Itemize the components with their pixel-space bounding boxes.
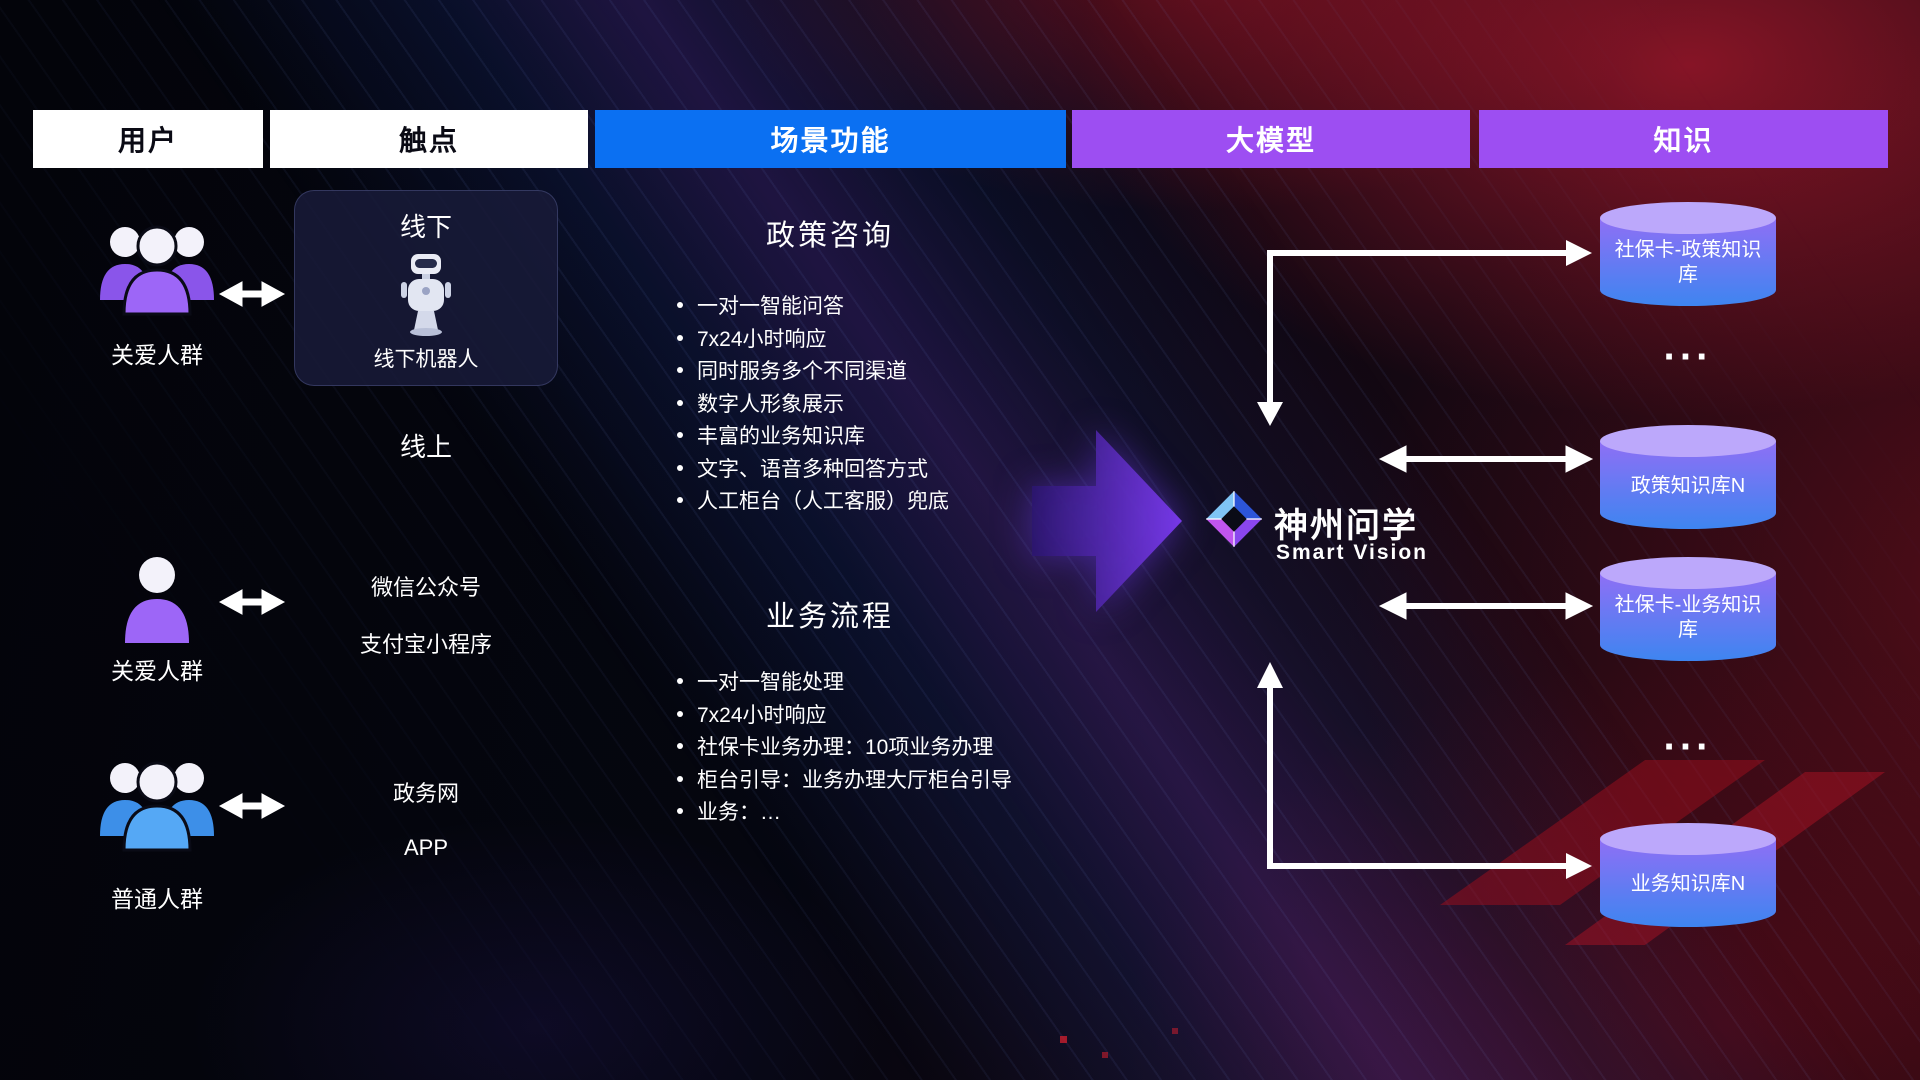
bullet-icon — [677, 497, 683, 504]
scenario-business-list: 一对一智能处理 7x24小时响应 社保卡业务办理：10项业务办理 柜台引导：业务… — [677, 665, 1012, 828]
scenario-policy-title: 政策咨询 — [765, 220, 894, 252]
list-item: 数字人形象展示 — [677, 387, 949, 420]
channel-app: APP — [403, 835, 449, 860]
database-cylinder-icon — [1600, 202, 1776, 306]
column-header-knowledge: 知识 — [1479, 110, 1888, 168]
list-item: 文字、语音多种回答方式 — [677, 452, 949, 485]
column-header-touchpoints: 触点 — [270, 110, 588, 168]
list-item: 7x24小时响应 — [677, 698, 1012, 731]
list-item-text: 人工柜台（人工客服）兜底 — [697, 490, 949, 514]
arrow-model-business-n-kb — [1267, 686, 1568, 869]
channel-wechat: 微信公众号 — [370, 575, 481, 600]
channel-alipay: 支付宝小程序 — [359, 632, 492, 657]
robot-icon — [401, 253, 451, 336]
arrow-user1-touchpoint — [218, 281, 286, 307]
offline-title: 线下 — [399, 212, 452, 242]
column-header-scenarios: 场景功能 — [595, 110, 1066, 168]
arrow-model-policy-ssc-kb — [1267, 250, 1568, 404]
arrow-model-policy-n-kb — [1378, 445, 1594, 473]
list-item: 业务：… — [677, 795, 1012, 828]
knowledge-db-policy-n: 政策知识库N — [1600, 425, 1776, 529]
user-ordinary-label: 普通人群 — [111, 886, 203, 912]
knowledge-db-label: 社保卡-政策知识库 — [1614, 239, 1762, 286]
bullet-icon — [677, 432, 683, 439]
offline-touchpoint-card: 线下 线下机器人 — [294, 190, 558, 386]
bullet-icon — [677, 775, 683, 782]
arrowhead-right — [1566, 240, 1592, 266]
list-item: 柜台引导：业务办理大厅柜台引导 — [677, 763, 1012, 796]
bullet-icon — [677, 302, 683, 309]
column-header-users: 用户 — [33, 110, 263, 168]
user-group-label: 关爱人群 — [111, 342, 203, 368]
knowledge-db-label: 业务知识库N — [1630, 872, 1746, 895]
list-item-text: 数字人形象展示 — [697, 392, 844, 416]
knowledge-db-business-n: 业务知识库N — [1600, 823, 1776, 927]
list-item-text: 一对一智能问答 — [697, 295, 844, 319]
single-user-purple-icon — [125, 557, 189, 643]
arrow-user3-touchpoint — [218, 793, 286, 819]
scenario-policy-list: 一对一智能问答 7x24小时响应 同时服务多个不同渠道 数字人形象展示 丰富的业… — [677, 289, 949, 517]
list-item-text: 业务：… — [697, 801, 781, 825]
bullet-icon — [677, 464, 683, 471]
list-item: 丰富的业务知识库 — [677, 419, 949, 452]
model-brand-name: 神州问学 — [1274, 507, 1418, 545]
list-item: 社保卡业务办理：10项业务办理 — [677, 730, 1012, 763]
model-brand-subtitle: Smart Vision — [1276, 541, 1428, 564]
bullet-icon — [677, 710, 683, 717]
arrow-user2-touchpoint — [218, 589, 286, 615]
list-item-text: 7x24小时响应 — [697, 327, 827, 351]
list-item: 一对一智能处理 — [677, 665, 1012, 698]
bullet-icon — [677, 367, 683, 374]
arrowhead-right — [1566, 853, 1592, 879]
channel-gov-web: 政务网 — [392, 781, 459, 806]
flow-arrow-right-icon — [1032, 430, 1182, 612]
arrowhead-up — [1257, 662, 1283, 688]
bullet-icon — [677, 743, 683, 750]
column-header-model: 大模型 — [1072, 110, 1470, 168]
list-item-text: 柜台引导：业务办理大厅柜台引导 — [697, 768, 1012, 792]
list-item: 7x24小时响应 — [677, 322, 949, 355]
list-item: 一对一智能问答 — [677, 289, 949, 322]
group-users-purple-icon — [100, 225, 214, 316]
list-item-text: 一对一智能处理 — [697, 671, 844, 695]
knowledge-db-business-ssc: 社保卡-业务知识库 — [1600, 557, 1776, 661]
offline-robot-label: 线下机器人 — [373, 348, 479, 371]
bullet-icon — [677, 678, 683, 685]
list-item-text: 社保卡业务办理：10项业务办理 — [697, 736, 994, 760]
list-item: 人工柜台（人工客服）兜底 — [677, 484, 949, 517]
scenario-business-title: 业务流程 — [765, 601, 894, 633]
knowledge-ellipsis: ··· — [1663, 335, 1713, 379]
list-item-text: 同时服务多个不同渠道 — [697, 360, 907, 384]
list-item-text: 文字、语音多种回答方式 — [697, 457, 928, 481]
list-item-text: 丰富的业务知识库 — [697, 425, 865, 449]
database-cylinder-icon — [1600, 823, 1776, 927]
smart-vision-diamond-logo-icon — [1206, 491, 1262, 547]
arrowhead-down — [1257, 402, 1283, 426]
online-title: 线上 — [399, 432, 452, 462]
bullet-icon — [677, 334, 683, 341]
arrow-model-business-ssc-kb — [1378, 592, 1594, 620]
bullet-icon — [677, 399, 683, 406]
user-single-label: 关爱人群 — [111, 658, 203, 684]
list-item-text: 7x24小时响应 — [697, 703, 827, 727]
group-users-blue-icon — [100, 761, 214, 852]
knowledge-db-label: 政策知识库N — [1630, 474, 1746, 497]
database-cylinder-icon — [1600, 557, 1776, 661]
knowledge-db-label: 社保卡-业务知识库 — [1614, 594, 1762, 641]
bullet-icon — [677, 808, 683, 815]
knowledge-ellipsis: ··· — [1663, 725, 1713, 769]
list-item: 同时服务多个不同渠道 — [677, 354, 949, 387]
knowledge-db-policy-ssc: 社保卡-政策知识库 — [1600, 202, 1776, 306]
database-cylinder-icon — [1600, 425, 1776, 529]
